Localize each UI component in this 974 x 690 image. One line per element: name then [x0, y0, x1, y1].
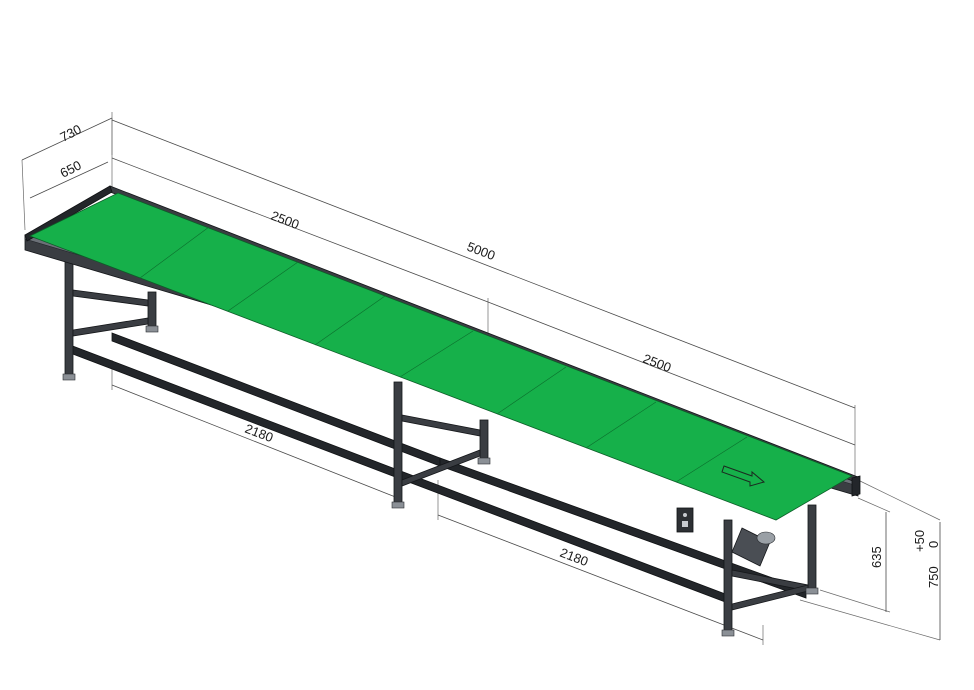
drive-unit: [676, 507, 776, 567]
dimension-label-section-length-right: 2500: [641, 351, 673, 375]
dimension-label-total-length: 5000: [465, 239, 497, 263]
dimension-lines: [21, 112, 941, 645]
dimension-label-leg-height: 635: [869, 546, 884, 568]
dimension-label-height-tolerance-lower: 0: [926, 541, 941, 548]
leveling-foot: [477, 457, 491, 465]
dimension-label-total-height: 750: [926, 566, 941, 588]
leveling-foot: [62, 373, 76, 381]
leveling-foot: [805, 587, 819, 595]
leveling-foot: [145, 325, 159, 333]
leveling-foot: [721, 629, 735, 637]
arrow-right-icon: [721, 465, 766, 487]
motor-icon: [731, 527, 776, 567]
dimension-label-section-length-left: 2500: [269, 208, 301, 232]
support-frame: [62, 257, 819, 637]
control-box-icon: [676, 507, 694, 533]
conveyor-belt: [28, 192, 853, 521]
dimension-label-height-tolerance-upper: +50: [912, 530, 927, 552]
dimension-label-belt-width: 650: [58, 157, 84, 180]
leveling-foot: [391, 501, 405, 509]
